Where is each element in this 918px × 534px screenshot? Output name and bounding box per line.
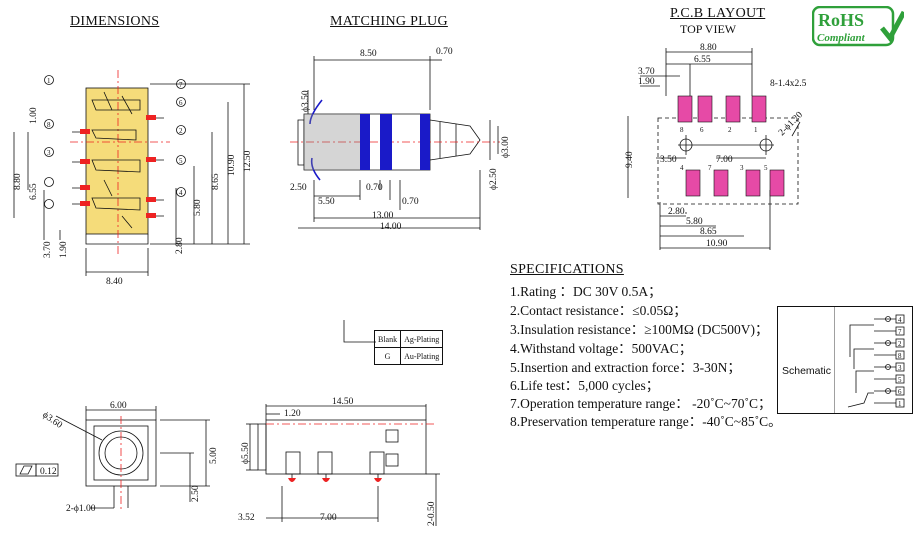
flatness-tolerance: 0.12 bbox=[40, 467, 57, 477]
plug-dim-8-50: 8.50 bbox=[360, 49, 377, 59]
pad-label: 3 bbox=[740, 164, 744, 172]
spec-line: 1.Rating ：DC 30V 0.5A； bbox=[510, 284, 662, 299]
plug-dia-2-50: ϕ2.50 bbox=[489, 168, 499, 190]
spec-line: 7.Operation temperature range： -20˚C~70˚… bbox=[510, 396, 772, 411]
dimensions-title: DIMENSIONS bbox=[70, 14, 160, 29]
front-dim-2-50: 2.50 bbox=[191, 485, 201, 502]
front-dim-6-00: 6.00 bbox=[110, 401, 127, 411]
front-dim-5-00: 5.00 bbox=[209, 447, 219, 464]
front-view-drawing: 6.00 ϕ3.60 5.00 2.50 2-ϕ1.00 0.12 bbox=[15, 401, 219, 514]
schematic-pin: 6 bbox=[898, 388, 902, 396]
schematic-pin: 2 bbox=[898, 340, 902, 348]
rohs-logo: RoHS Compliant bbox=[812, 6, 904, 47]
pcb-dim-6-55: 6.55 bbox=[694, 55, 711, 65]
plug-dia-3-50: ϕ3.50 bbox=[301, 90, 311, 112]
rohs-compliant-text: Compliant bbox=[817, 32, 866, 44]
pad-label: 2 bbox=[728, 126, 732, 134]
pad-label: 1 bbox=[754, 126, 758, 134]
spec-line: 6.Life test：5,000 cycles； bbox=[510, 378, 660, 393]
spec-line: 3.Insulation resistance：≥100MΩ (DC500V)； bbox=[510, 322, 769, 337]
pad-label: 8 bbox=[680, 126, 684, 134]
side-dim-14-50: 14.50 bbox=[332, 397, 354, 407]
pcb-dim-5-80: 5.80 bbox=[686, 217, 703, 227]
pcb-dim-10-90: 10.90 bbox=[706, 239, 728, 249]
plating-table: Blank Ag-Plating G Au-Plating bbox=[373, 330, 444, 365]
schematic-pin: 5 bbox=[898, 376, 902, 384]
pcb-dim-3-70: 3.70 bbox=[638, 67, 655, 77]
plating-code: Blank bbox=[373, 330, 402, 348]
plating-row: Blank Ag-Plating bbox=[373, 330, 444, 348]
pcb-pad-size: 8-1.4x2.5 bbox=[770, 79, 807, 89]
schematic-pin: 4 bbox=[898, 316, 902, 324]
spec-line: 4.Withstand voltage：500VAC； bbox=[510, 341, 693, 356]
side-dim-0-50: 2-0.50 bbox=[427, 501, 437, 526]
specifications-title: SPECIFICATIONS bbox=[510, 262, 624, 277]
pcb-dim-1-90: 1.90 bbox=[638, 77, 655, 87]
dim-8-65: 8.65 bbox=[211, 173, 221, 190]
side-dim-3-52: 3.52 bbox=[238, 513, 255, 523]
pcb-dim-7-00: 7.00 bbox=[716, 155, 733, 165]
dim-1-00: 1.00 bbox=[29, 107, 39, 124]
pad-label: 7 bbox=[708, 164, 712, 172]
side-dim-1-20: 1.20 bbox=[284, 409, 301, 419]
dim-12-50: 12.50 bbox=[243, 150, 253, 172]
plug-drawing: 8.50 0.70 ϕ3.50 ϕ3.00 ϕ2.50 2.50 5.50 0.… bbox=[290, 47, 511, 232]
pad-label: 6 bbox=[700, 126, 704, 134]
pcb-hole-dia: 2-ϕ1.20 bbox=[777, 110, 805, 138]
top-view-label: TOP VIEW bbox=[680, 22, 737, 36]
pcb-layout-drawing: 8 6 2 1 4 7 3 5 8.80 6.55 3.70 1.90 8-1.… bbox=[625, 43, 807, 250]
side-view-drawing: 14.50 1.20 ϕ5.50 3.52 7.00 2-0.50 bbox=[238, 397, 440, 526]
pcb-dim-8-80: 8.80 bbox=[700, 43, 717, 53]
plug-dia-3-00: ϕ3.00 bbox=[501, 136, 511, 158]
plug-dim-0-70-top: 0.70 bbox=[436, 47, 453, 57]
plug-dim-5-50: 5.50 bbox=[318, 197, 335, 207]
dim-8-80: 8.80 bbox=[13, 173, 23, 190]
dimensions-drawing: 1.00 8.80 6.55 3.70 1.90 8.40 2.80 5.80 … bbox=[13, 70, 253, 287]
plating-code: G bbox=[373, 347, 402, 365]
side-dim-7-00: 7.00 bbox=[320, 513, 337, 523]
plating-desc: Ag-Plating bbox=[400, 330, 444, 348]
dim-1-90: 1.90 bbox=[59, 241, 69, 258]
pcb-dim-8-65: 8.65 bbox=[700, 227, 717, 237]
matching-plug-title: MATCHING PLUG bbox=[330, 14, 448, 29]
spec-line: 2.Contact resistance：≤0.05Ω； bbox=[510, 303, 687, 318]
front-dia-3-60: ϕ3.60 bbox=[40, 410, 64, 431]
schematic-pin: 3 bbox=[898, 364, 902, 372]
plug-dim-0-70-a: 0.70 bbox=[366, 183, 383, 193]
spec-line: 8.Preservation temperature range：-40˚C~8… bbox=[510, 414, 782, 429]
side-dia-5-50: ϕ5.50 bbox=[241, 442, 251, 464]
dim-6-55: 6.55 bbox=[29, 183, 39, 200]
plug-dim-2-50: 2.50 bbox=[290, 183, 307, 193]
schematic-pin: 1 bbox=[898, 400, 902, 408]
schematic-pin: 8 bbox=[898, 352, 902, 360]
pad-label: 5 bbox=[764, 164, 768, 172]
schematic-box: Schematic 4 7 2 8 3 5 bbox=[777, 306, 913, 414]
dim-5-80: 5.80 bbox=[193, 199, 203, 216]
rohs-text: RoHS bbox=[818, 10, 864, 30]
pcb-layout-title: P.C.B LAYOUT bbox=[670, 6, 766, 21]
dim-2-80: 2.80 bbox=[175, 237, 185, 254]
plating-desc: Au-Plating bbox=[400, 347, 444, 365]
pcb-dim-9-40: 9.40 bbox=[625, 151, 635, 168]
plating-row: G Au-Plating bbox=[373, 347, 444, 365]
plug-dim-0-70-b: 0.70 bbox=[402, 197, 419, 207]
pcb-dim-3-50: 3.50 bbox=[660, 155, 677, 165]
checkmark-icon bbox=[880, 10, 904, 43]
dim-3-70: 3.70 bbox=[43, 241, 53, 258]
pcb-dim-2-80: 2.80 bbox=[668, 207, 685, 217]
schematic-drawing: 4 7 2 8 3 5 6 1 bbox=[834, 307, 905, 413]
schematic-label: Schematic bbox=[782, 365, 832, 377]
plug-dim-13-00: 13.00 bbox=[372, 211, 394, 221]
plug-dim-14-00: 14.00 bbox=[380, 222, 402, 232]
pad-label: 4 bbox=[680, 164, 684, 172]
front-pin-dia: 2-ϕ1.00 bbox=[66, 504, 96, 514]
plating-leader bbox=[343, 320, 376, 343]
spec-line: 5.Insertion and extraction force：3-30N； bbox=[510, 360, 741, 375]
dim-8-40: 8.40 bbox=[106, 277, 123, 287]
schematic-pin: 7 bbox=[898, 328, 902, 336]
dim-10-90: 10.90 bbox=[227, 154, 237, 176]
